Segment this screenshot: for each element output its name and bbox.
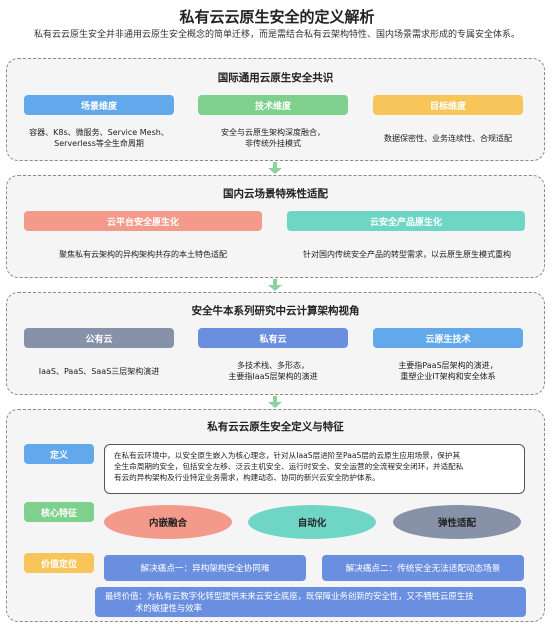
goal-dimension-desc: 数据保密性、业务连续性、合规适配: [384, 134, 512, 143]
arrow-down-icon: [268, 279, 282, 291]
definition-text-box: 在私有云环境中，以安全原生嵌入为核心理念，针对从IaaS层进阶至PaaS层的云原…: [104, 444, 525, 494]
public-cloud-desc: IaaS、PaaS、SaaS三层架构演进: [38, 367, 160, 376]
cloud-security-product-native-desc: 针对国内传统安全产品的转型需求，以云原生原生模式重构: [303, 250, 511, 259]
cloud-platform-native-pill: 云平台安全原生化: [24, 211, 262, 231]
cloud-security-product-native-pill: 云安全产品原生化: [287, 211, 525, 231]
section-title: 安全牛本系列研究中云计算架构视角: [191, 305, 360, 317]
section-title: 私有云云原生安全定义与特征: [207, 421, 344, 433]
final-value-box: 最终价值：为私有云数字化转型提供未来云安全底座，既保障业务创新的安全性，又不牺牲…: [95, 587, 526, 617]
tech-dimension-desc: 安全与云原生架构深度融合，非传统外挂模式: [221, 128, 325, 148]
scenario-dimension-pill: 场景维度: [24, 95, 174, 115]
scenario-dimension-desc: 容器、K8s、微服务、Service Mesh、Serverless等全生命周期: [29, 128, 169, 148]
arrow-down-icon: [268, 396, 282, 408]
private-cloud-pill: 私有云: [198, 328, 348, 348]
public-cloud-pill: 公有云: [24, 328, 174, 348]
page-subtitle: 私有云云原生安全并非通用云原生安全概念的简单迁移，而是需结合私有云架构特性、国内…: [33, 30, 520, 40]
goal-dimension-pill: 目标维度: [373, 95, 523, 115]
page-title: 私有云云原生安全的定义解析: [179, 8, 375, 26]
feature-elastic-adaptation: 弹性适配: [393, 505, 521, 539]
definition-label: 定义: [24, 444, 94, 464]
private-cloud-desc: 多技术栈、多形态，主要指IaaS层架构的演进: [228, 361, 318, 381]
tech-dimension-pill: 技术维度: [198, 95, 348, 115]
pain-point-two-box: 解决痛点二：传统安全无法适配动态场景: [322, 555, 524, 581]
feature-automation: 自动化: [248, 505, 376, 539]
pain-point-one-box: 解决痛点一：异构架构安全协同难: [104, 555, 306, 581]
feature-embedded-fusion: 内嵌融合: [104, 505, 232, 539]
arrow-down-icon: [268, 162, 282, 174]
core-features-label: 核心特征: [24, 502, 94, 522]
section-title: 国内云场景特殊性适配: [223, 188, 328, 200]
cloud-native-tech-pill: 云原生技术: [373, 328, 523, 348]
cloud-platform-native-desc: 聚焦私有云架构的异构架构共存的本土特色适配: [59, 250, 227, 259]
value-positioning-label: 价值定位: [24, 553, 94, 573]
cloud-native-tech-desc: 主要指PaaS层架构的演进，重塑企业IT架构和安全体系: [398, 361, 498, 381]
section-title: 国际通用云原生安全共识: [217, 72, 334, 84]
